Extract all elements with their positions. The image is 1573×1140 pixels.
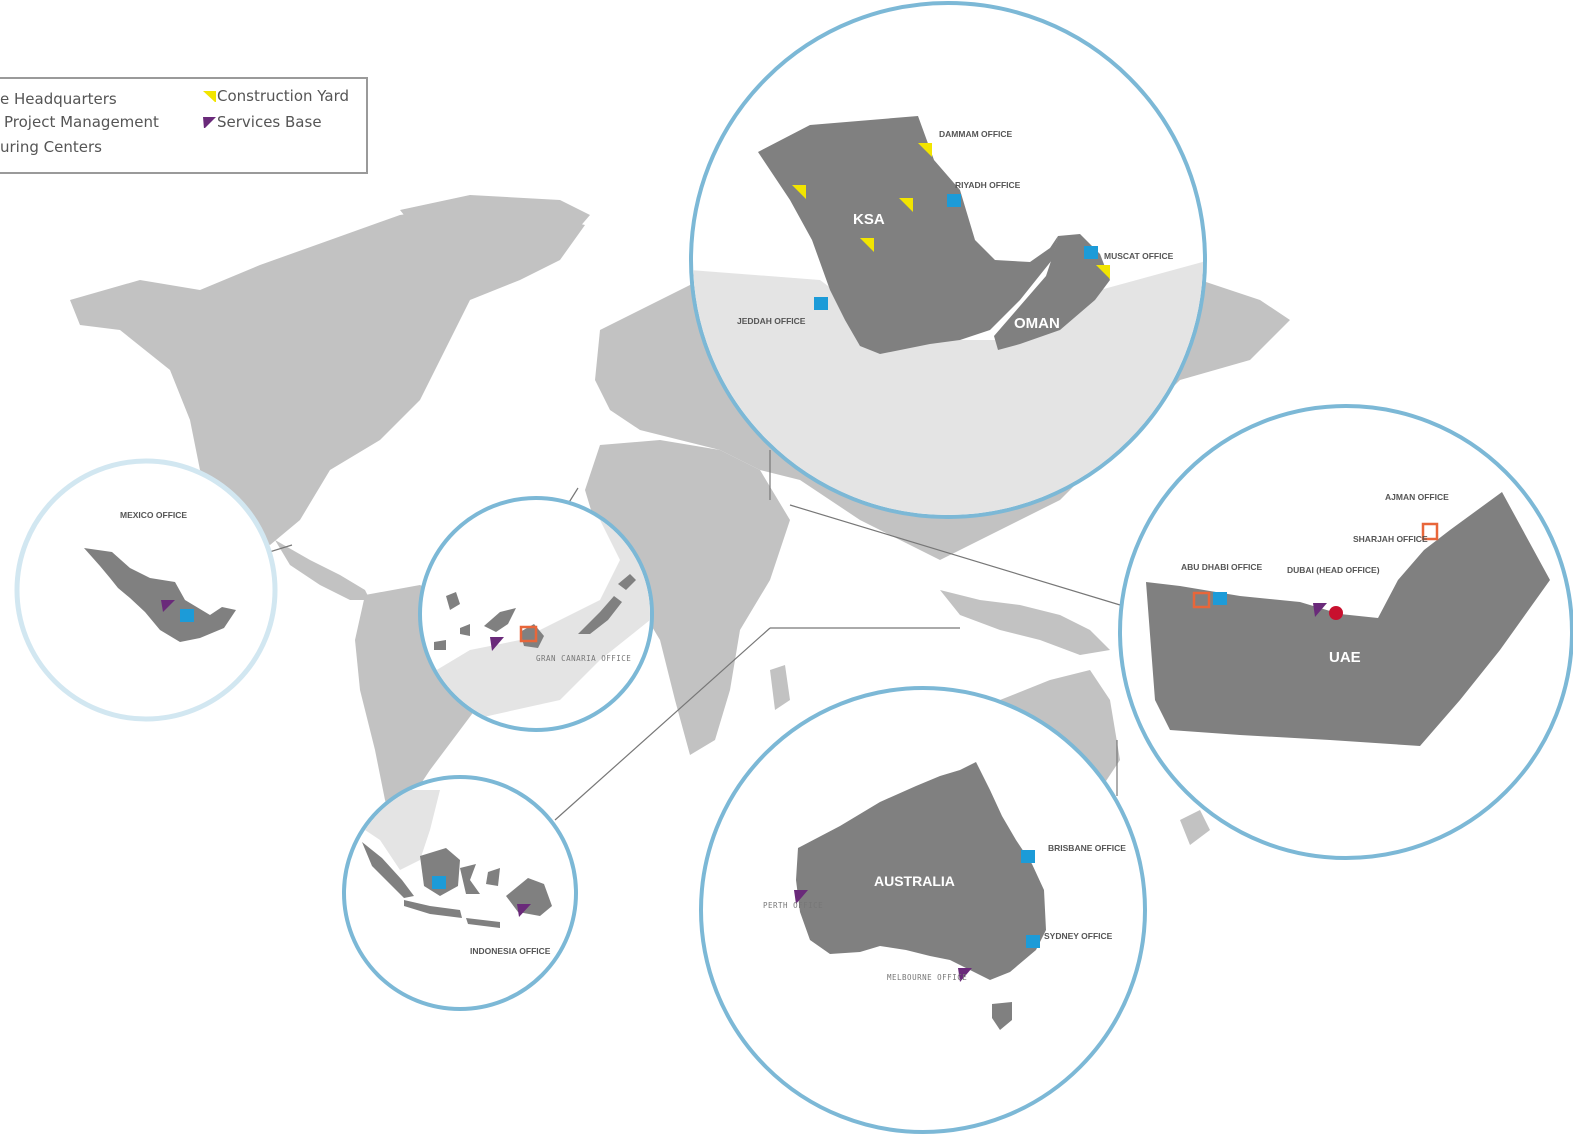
ajman-office-label: AJMAN OFFICE xyxy=(1385,492,1449,502)
australia-region-label: AUSTRALIA xyxy=(874,873,955,889)
svg-text:MEXICO OFFICE: MEXICO OFFICE xyxy=(120,510,187,520)
legend-headquarters-label: e Headquarters xyxy=(0,90,117,108)
abu-dhabi-project-management-marker xyxy=(1192,591,1211,609)
ksa-landmass xyxy=(758,116,1058,354)
oman-landmass xyxy=(994,234,1110,350)
gran-canaria-services-base-marker xyxy=(490,637,504,651)
ksa-construction-yard-marker-1 xyxy=(792,185,806,199)
services-base-icon xyxy=(203,117,216,129)
legend-manufacturing-centers: uring Centers xyxy=(0,138,102,156)
perth-office-label: PERTH OFFICE xyxy=(763,901,823,910)
legend-headquarters: e Headquarters xyxy=(0,90,117,108)
uae-inset: UAE AJMAN OFFICE SHARJAH OFFICE ABU DHAB… xyxy=(1118,404,1573,860)
riyadh-office-label: RIYADH OFFICE xyxy=(955,180,1021,190)
mexico-office-label: MEXICO OFFICE xyxy=(120,510,187,520)
indonesia-office-label: INDONESIA OFFICE xyxy=(470,946,551,956)
africa-coast-background xyxy=(422,500,650,720)
mexico-inset: MEXICO OFFICE xyxy=(14,458,278,722)
gran-canaria-inset: GRAN CANARIA OFFICE xyxy=(418,496,654,732)
legend-manufacturing-label: uring Centers xyxy=(0,138,102,156)
uae-region-label: UAE xyxy=(1329,649,1361,666)
mexico-landmass xyxy=(84,548,236,642)
madagascar-landmass xyxy=(770,665,790,710)
lanzarote-island xyxy=(618,574,636,590)
melbourne-office-label: MELBOURNE OFFICE xyxy=(887,973,967,982)
brisbane-office-label: BRISBANE OFFICE xyxy=(1048,843,1126,853)
brisbane-office-marker xyxy=(1021,850,1035,863)
indonesia-services-base-marker xyxy=(517,904,531,917)
dammam-construction-yard-marker xyxy=(918,143,932,157)
muscat-office-marker xyxy=(1084,246,1098,259)
se-asia-islands xyxy=(940,590,1110,655)
tenerife-island xyxy=(484,608,516,632)
legend-project-management: Project Management xyxy=(4,113,159,131)
la-gomera-island xyxy=(434,640,446,650)
ksa-construction-yard-marker-3 xyxy=(860,238,874,252)
el-hierro-island xyxy=(460,624,470,636)
dubai-head-office-label: DUBAI (HEAD OFFICE) xyxy=(1287,565,1380,575)
construction-yard-icon xyxy=(203,91,216,103)
svg-text:GRAN CANARIA OFFICE: GRAN CANARIA OFFICE xyxy=(536,654,631,663)
indonesia-inset: INDONESIA OFFICE xyxy=(342,775,578,1011)
sharjah-office-label: SHARJAH OFFICE xyxy=(1353,534,1428,544)
fuerteventura-island xyxy=(578,596,622,634)
sulawesi-island xyxy=(460,864,480,894)
svg-text:INDONESIA OFFICE: INDONESIA OFFICE xyxy=(470,946,551,956)
central-america-landmass xyxy=(275,540,370,600)
australia-inset-landmass xyxy=(796,762,1046,980)
africa-landmass xyxy=(585,440,790,755)
mexico-services-base-marker xyxy=(161,600,175,612)
uae-landmass xyxy=(1146,492,1550,746)
legend-project-management-label: Project Management xyxy=(4,113,159,131)
abu-dhabi-office-marker xyxy=(1213,592,1227,605)
la-palma-island xyxy=(446,592,460,610)
riyadh-office-marker xyxy=(947,194,961,207)
borneo-island xyxy=(420,848,460,896)
sydney-office-marker xyxy=(1026,935,1040,948)
dubai-head-office-marker xyxy=(1329,606,1343,620)
legend-services-base: Services Base xyxy=(203,113,322,131)
legend-construction-yard: Construction Yard xyxy=(203,87,349,105)
map-legend xyxy=(0,77,368,174)
muscat-construction-yard-marker xyxy=(1096,265,1110,279)
maluku-islands xyxy=(486,868,500,886)
abu-dhabi-office-label: ABU DHABI OFFICE xyxy=(1181,562,1263,572)
ajman-project-management-marker xyxy=(1421,522,1439,541)
lesser-sunda-islands xyxy=(466,918,500,928)
uae-connector xyxy=(789,504,1131,609)
oman-region-label: OMAN xyxy=(1014,315,1060,332)
new-zealand-landmass xyxy=(1180,810,1210,845)
ksa-construction-yard-marker-2 xyxy=(899,198,913,212)
gran-canaria-project-management-marker xyxy=(519,625,538,643)
dubai-services-base-marker xyxy=(1313,603,1327,617)
tasmania-landmass xyxy=(992,1002,1012,1030)
legend-services-base-label: Services Base xyxy=(217,113,322,131)
perth-services-base-marker xyxy=(794,890,808,904)
ksa-region-label: KSA xyxy=(853,211,885,228)
dammam-office-label: DAMMAM OFFICE xyxy=(939,129,1013,139)
australia-inset: AUSTRALIA BRISBANE OFFICE SYDNEY OFFICE … xyxy=(699,686,1147,1134)
sydney-office-label: SYDNEY OFFICE xyxy=(1044,931,1113,941)
ksa-inset: KSA OMAN DAMMAM OFFICE RIYADH OFFICE MUS… xyxy=(689,1,1207,519)
indonesia-connector xyxy=(554,627,771,821)
legend-construction-yard-label: Construction Yard xyxy=(217,87,349,105)
melbourne-services-base-marker xyxy=(958,968,972,982)
indonesia-office-marker xyxy=(432,876,446,889)
java-island xyxy=(404,900,462,918)
north-america-landmass xyxy=(70,205,585,545)
gran-canaria-office-label: GRAN CANARIA OFFICE xyxy=(536,654,631,663)
sumatra-island xyxy=(362,842,414,898)
greenland-landmass xyxy=(400,195,590,270)
jeddah-office-label: JEDDAH OFFICE xyxy=(737,316,806,326)
mexico-office-marker xyxy=(180,609,194,622)
jeddah-office-marker xyxy=(814,297,828,310)
muscat-office-label: MUSCAT OFFICE xyxy=(1104,251,1174,261)
asia-background xyxy=(693,260,1203,515)
